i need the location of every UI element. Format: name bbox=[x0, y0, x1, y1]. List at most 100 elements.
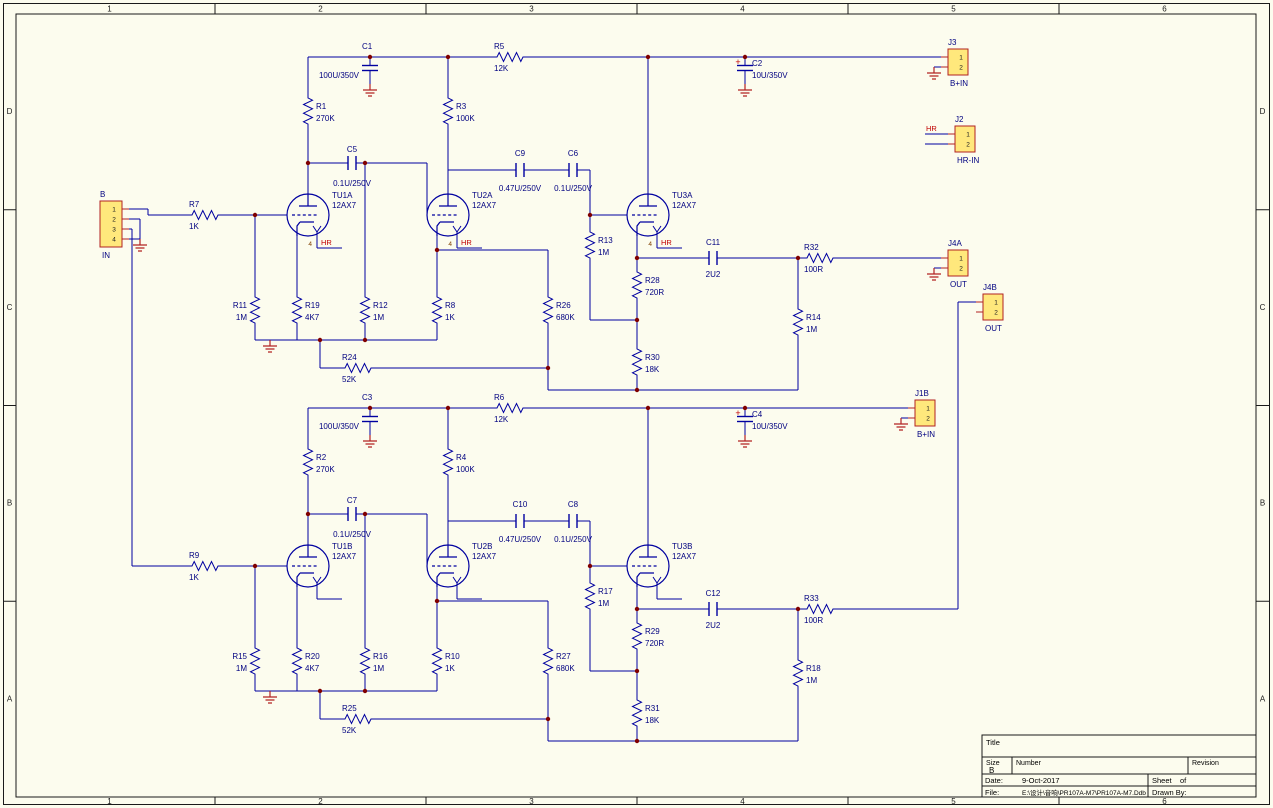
resistor-designator: R7 bbox=[189, 200, 200, 209]
resistor-designator: R10 bbox=[445, 652, 460, 661]
connector-body bbox=[914, 399, 936, 427]
polarity-plus: + bbox=[735, 408, 740, 418]
column-label: 3 bbox=[529, 797, 534, 806]
junction-dot bbox=[634, 606, 640, 612]
ground-icon bbox=[894, 418, 908, 431]
resistor-symbol bbox=[803, 603, 837, 615]
junction-dot bbox=[362, 511, 368, 517]
connector-net-name: HR-IN bbox=[957, 156, 979, 165]
resistor-symbol bbox=[431, 293, 443, 327]
connector-pin-number: 2 bbox=[994, 310, 998, 317]
ground-icon bbox=[927, 67, 941, 80]
column-label: 5 bbox=[951, 5, 956, 14]
junction-dot bbox=[634, 317, 640, 323]
resistor-designator: R8 bbox=[445, 301, 456, 310]
tube-heater bbox=[652, 576, 682, 600]
junction-dot bbox=[795, 606, 801, 612]
capacitor-value: 10U/350V bbox=[752, 422, 788, 431]
junction-dot bbox=[367, 54, 373, 60]
polarity-plus: + bbox=[735, 57, 740, 67]
column-label: 1 bbox=[107, 797, 112, 806]
resistor-symbol bbox=[291, 644, 303, 678]
resistor-symbol bbox=[359, 293, 371, 327]
resistor-symbol bbox=[542, 293, 554, 327]
tube-value: 12AX7 bbox=[672, 552, 697, 561]
resistor-symbol bbox=[291, 293, 303, 327]
resistor-designator: R2 bbox=[316, 453, 327, 462]
resistor-designator: R9 bbox=[189, 551, 200, 560]
tube-heater bbox=[452, 576, 482, 600]
resistor-symbol bbox=[493, 51, 527, 63]
junction-dot bbox=[634, 738, 640, 744]
capacitor-value: 10U/350V bbox=[752, 71, 788, 80]
ground-icon bbox=[363, 84, 377, 97]
hr-net-label: HR bbox=[461, 238, 472, 247]
row-label: B bbox=[7, 499, 12, 508]
ground-icon bbox=[927, 268, 941, 281]
titleblock-date-value: 9-Oct-2017 bbox=[1022, 776, 1060, 785]
column-label: 2 bbox=[318, 797, 323, 806]
resistor-designator: R31 bbox=[645, 704, 660, 713]
connector-designator: J4B bbox=[983, 283, 997, 292]
column-label: 2 bbox=[318, 5, 323, 14]
resistor-symbol bbox=[442, 445, 454, 479]
titleblock-of-label: of bbox=[1180, 776, 1187, 785]
resistor-designator: R4 bbox=[456, 453, 467, 462]
capacitor-C7: C70.1U/250V bbox=[333, 496, 371, 539]
resistor-value: 100R bbox=[804, 616, 823, 625]
column-label: 4 bbox=[740, 5, 745, 14]
capacitor-designator: C10 bbox=[513, 500, 528, 509]
capacitor-value: 100U/350V bbox=[319, 71, 360, 80]
row-label: C bbox=[1260, 303, 1266, 312]
resistor-symbol bbox=[302, 94, 314, 128]
tube-cathode bbox=[636, 572, 654, 587]
resistor-designator: R13 bbox=[598, 236, 613, 245]
resistor-value: 1M bbox=[236, 664, 247, 673]
junction-dot bbox=[305, 160, 311, 166]
connector-designator: J3 bbox=[948, 38, 957, 47]
ground-icon bbox=[363, 435, 377, 448]
tube-designator: TU1A bbox=[332, 191, 353, 200]
column-label: 6 bbox=[1162, 5, 1167, 14]
junction-dot bbox=[362, 337, 368, 343]
resistor-designator: R19 bbox=[305, 301, 320, 310]
junction-dot bbox=[367, 405, 373, 411]
titleblock-file-value: E:\设计\音响\PR107A-M7\PR107A-M7.Ddb bbox=[1022, 788, 1146, 797]
tube-cathode bbox=[436, 572, 454, 587]
resistor-value: 1K bbox=[445, 664, 455, 673]
resistor-symbol bbox=[249, 644, 261, 678]
resistor-value: 1M bbox=[806, 676, 817, 685]
connector-net-name: IN bbox=[102, 251, 110, 260]
capacitor-value: 0.1U/250V bbox=[554, 184, 592, 193]
tube-value: 12AX7 bbox=[672, 201, 697, 210]
junction-dot bbox=[634, 255, 640, 261]
resistor-symbol bbox=[302, 445, 314, 479]
capacitor-designator: C3 bbox=[362, 393, 373, 402]
connector-designator: J1B bbox=[915, 389, 929, 398]
resistor-symbol bbox=[442, 94, 454, 128]
junction-dot bbox=[445, 405, 451, 411]
resistor-value: 12K bbox=[494, 415, 509, 424]
resistor-symbol bbox=[792, 656, 804, 690]
connector-pin-number: 4 bbox=[112, 237, 116, 244]
capacitor-designator: C6 bbox=[568, 149, 579, 158]
resistor-symbol bbox=[631, 345, 643, 379]
tube-value: 12AX7 bbox=[472, 552, 497, 561]
hr-net-label: HR bbox=[661, 238, 672, 247]
